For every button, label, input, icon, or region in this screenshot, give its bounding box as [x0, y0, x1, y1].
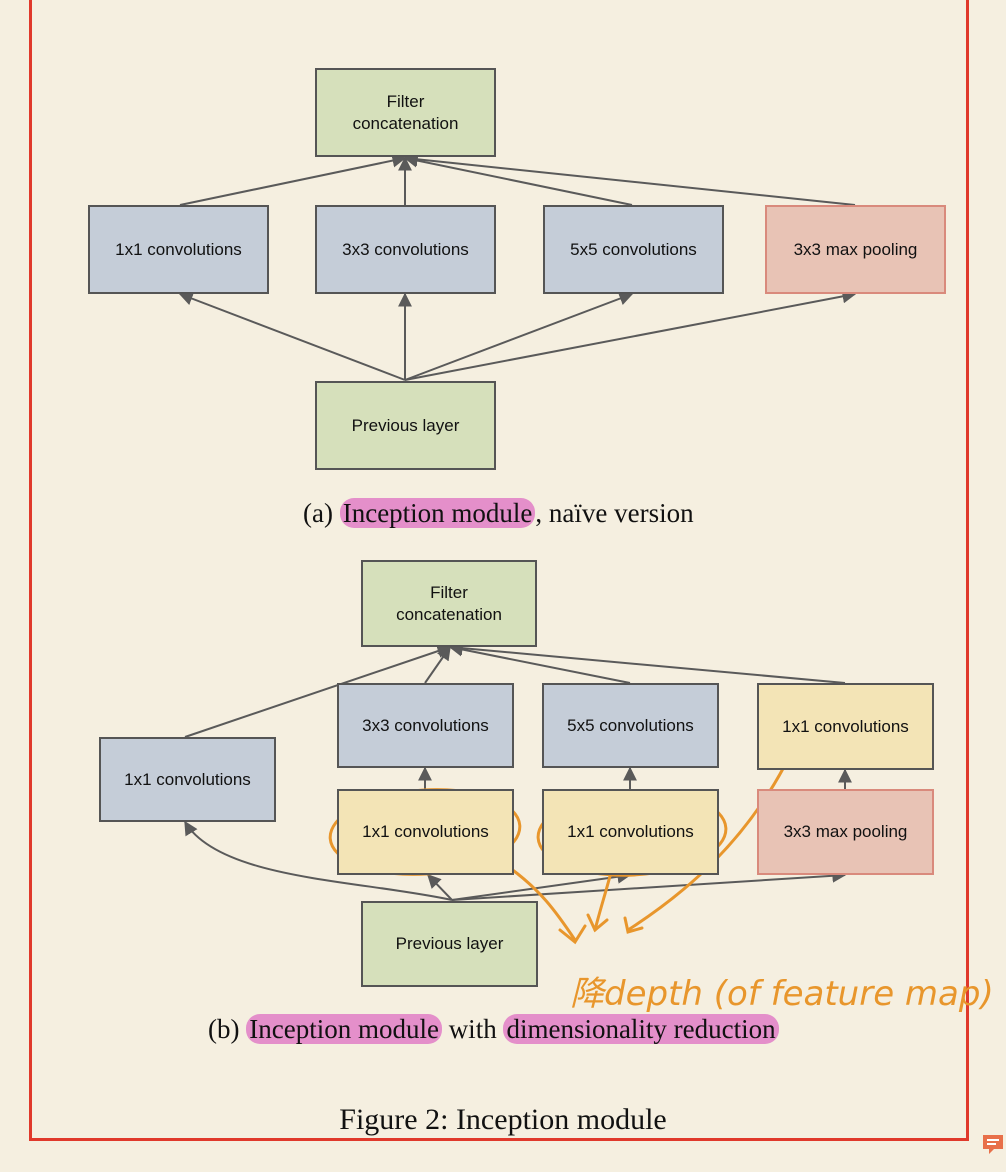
previous-layer-b: Previous layer [361, 901, 538, 987]
reduce-3x3-b: 1x1 convolutions [337, 789, 514, 875]
max-pooling-a: 3x3 max pooling [765, 205, 946, 294]
caption-b: (b) Inception module with dimensionality… [208, 1014, 779, 1045]
max-pooling-b: 3x3 max pooling [757, 789, 934, 875]
caption-a-prefix: (a) [303, 498, 333, 528]
filter-concatenation-b: Filter concatenation [361, 560, 537, 647]
caption-a: (a) Inception module, naïve version [303, 498, 694, 529]
caption-a-highlight: Inception module [339, 498, 536, 528]
arrows-b [184, 641, 852, 901]
caption-b-prefix: (b) [208, 1014, 240, 1044]
reduce-5x5-b: 1x1 convolutions [542, 789, 719, 875]
conv-1x1-a: 1x1 convolutions [88, 205, 269, 294]
conv-5x5-a: 5x5 convolutions [543, 205, 724, 294]
conv-3x3-a: 3x3 convolutions [315, 205, 496, 294]
figure-caption: Figure 2: Inception module [339, 1103, 667, 1136]
caption-b-highlight-1: Inception module [246, 1014, 442, 1044]
conv-5x5-b: 5x5 convolutions [542, 683, 719, 768]
figure-frame [29, 0, 969, 1141]
conv-3x3-b: 3x3 convolutions [337, 683, 514, 768]
caption-a-suffix: , naïve version [535, 498, 694, 528]
arrows-a [178, 152, 857, 381]
previous-layer-a: Previous layer [315, 381, 496, 470]
caption-b-highlight-2: dimensionality reduction [503, 1014, 779, 1044]
filter-concatenation-a: Filter concatenation [315, 68, 496, 157]
conv-1x1-left-b: 1x1 convolutions [99, 737, 276, 822]
note-icon[interactable] [981, 1133, 1005, 1157]
conv-1x1-top-right-b: 1x1 convolutions [757, 683, 934, 770]
handwritten-note: 降depth (of feature map) [570, 974, 994, 1014]
caption-b-middle: with [448, 1014, 497, 1044]
